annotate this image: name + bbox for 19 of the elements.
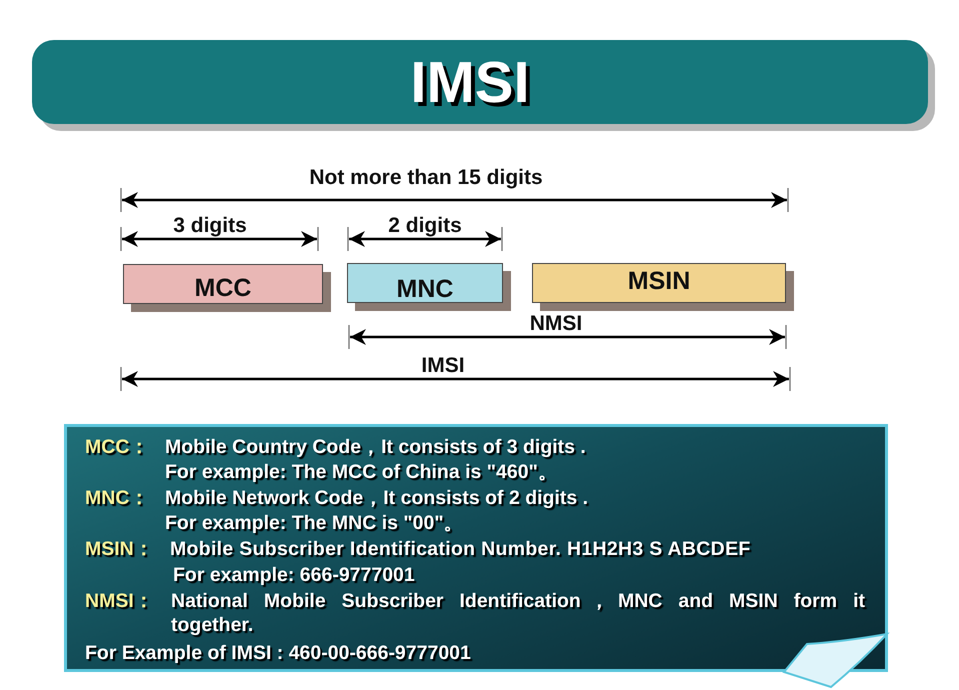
- dimension-label: 2 digits: [388, 214, 462, 238]
- definition-text: For example: The MCC of China is "460"。: [165, 460, 558, 484]
- definition-text: For Example of IMSI : 460-00-666-9777001: [85, 641, 471, 665]
- definition-text: For example: 666-9777001: [173, 563, 415, 587]
- title: IMSI: [410, 48, 530, 116]
- term-label: MNC：: [85, 486, 150, 510]
- dimension-label: IMSI: [421, 354, 465, 378]
- definition-text: For example: The MNC is "00"。: [165, 511, 464, 535]
- dimension-label: Not more than 15 digits: [309, 166, 543, 190]
- term-label: MCC：: [85, 435, 150, 459]
- definition-panel: [64, 424, 888, 672]
- definition-text: Mobile Subscriber Identification Number. H1H2H3 S ABCDEF: [170, 537, 751, 561]
- term-label: MSIN：: [85, 537, 154, 561]
- dimension-label: NMSI: [530, 312, 582, 336]
- dimension-label: 3 digits: [173, 214, 247, 238]
- term-label: NMSI：: [85, 589, 154, 613]
- definition-text: Mobile Country Code，It consists of 3 digits .: [165, 435, 586, 459]
- definition-text: National Mobile Subscriber Identification，MNC and MSIN form it together.: [171, 589, 865, 637]
- definition-text: Mobile Network Code，It consists of 2 digits .: [165, 486, 588, 510]
